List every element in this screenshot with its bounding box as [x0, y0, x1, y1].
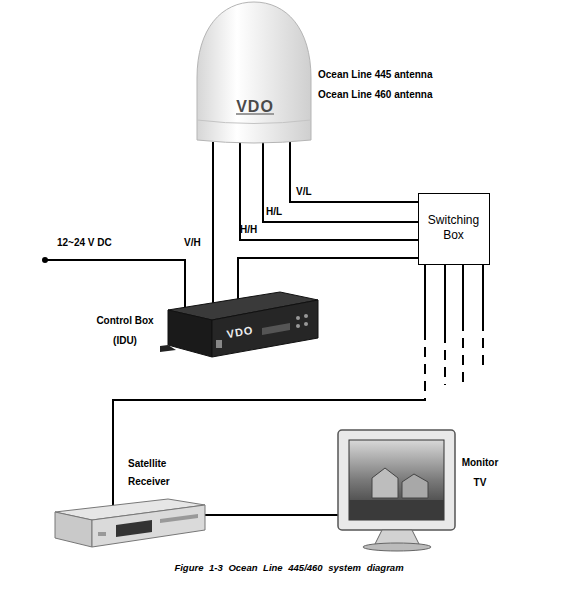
mount-flange — [160, 345, 176, 352]
signal-label: H/L — [266, 205, 282, 219]
signal-cable — [240, 142, 418, 240]
monitor-base — [363, 543, 431, 551]
signal-cable — [290, 142, 418, 202]
control-box-front — [212, 300, 318, 357]
dome-seam — [197, 120, 311, 124]
brand-logo: VDO — [225, 98, 285, 116]
monitor-node: Monitor TV — [338, 428, 455, 550]
device-label: Control Box (IDU) — [86, 311, 164, 351]
control-box-node: VDOControl Box (IDU) — [168, 306, 318, 358]
box-label: Switching Box — [423, 213, 484, 243]
screen-house — [402, 474, 428, 498]
screen-lawn — [349, 500, 444, 520]
monitor-frame — [338, 430, 455, 530]
antenna-dome — [197, 2, 311, 143]
receiver-node: Satellite Receiver — [55, 508, 205, 548]
output-stub — [444, 265, 446, 385]
control-button — [296, 316, 300, 320]
control-button — [296, 324, 300, 328]
signal-label: V/L — [296, 185, 312, 199]
control-button — [304, 314, 308, 318]
receiver-front — [92, 505, 205, 547]
monitor-screen — [349, 440, 444, 520]
output-stub — [482, 265, 484, 372]
antenna-label: Ocean Line 460 antenna — [318, 88, 488, 102]
signal-cable — [212, 142, 214, 306]
output-stub — [462, 265, 464, 382]
control-button — [304, 322, 308, 326]
signal-label: V/H — [184, 236, 201, 250]
signal-label: H/H — [240, 223, 257, 237]
receiver-display — [116, 520, 152, 537]
signal-cable — [205, 514, 338, 516]
receiver-slot — [160, 514, 198, 523]
antenna-node: VDOOcean Line 445 antennaOcean Line 460 … — [195, 2, 312, 142]
figure-caption: Figure 1-3 Ocean Line 445/460 system dia… — [0, 562, 570, 573]
control-display — [262, 323, 290, 335]
power-wire — [45, 260, 185, 312]
screen-house — [372, 468, 398, 498]
brand-logo: VDO — [217, 322, 262, 341]
device-label: Satellite Receiver — [128, 455, 190, 491]
power-label: 12~24 V DC — [57, 236, 112, 250]
antenna-label: Ocean Line 445 antenna — [318, 68, 488, 82]
receiver-side — [55, 512, 92, 547]
signal-cable — [263, 142, 418, 222]
power-button — [216, 340, 222, 348]
receiver-button — [98, 532, 106, 536]
device-label: Monitor TV — [457, 453, 503, 493]
switching-box: Switching Box — [418, 193, 490, 265]
